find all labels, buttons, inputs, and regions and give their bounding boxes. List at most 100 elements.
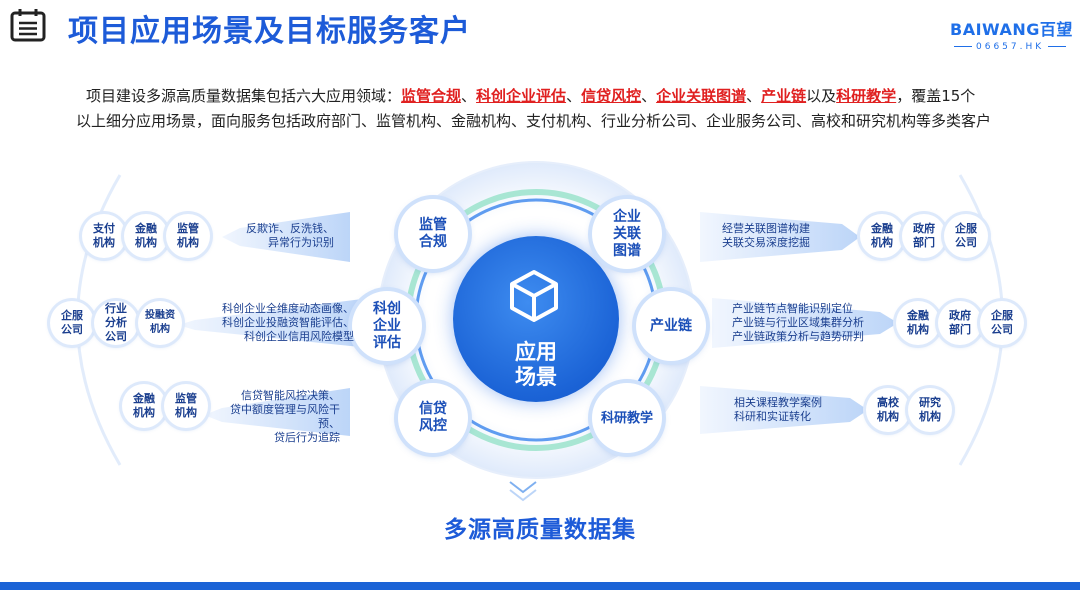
customer-regulator: 监管机构: [164, 384, 208, 428]
hub-label-line-1: 应用: [515, 340, 557, 364]
logo-main-text: BAIWANG百望: [950, 20, 1073, 39]
node-text: 科创: [373, 300, 401, 317]
domain-2: 科创企业评估: [476, 87, 567, 105]
customer-enterprise-service: 企服公司: [980, 301, 1024, 345]
customer-financial-org: 金融机构: [860, 214, 904, 258]
customer-text: 机构: [175, 406, 197, 419]
customer-text: 机构: [871, 236, 893, 249]
node-text: 监管: [419, 217, 447, 233]
node-research-teaching: 科研教学: [592, 383, 662, 453]
node-enterprise-graph: 企业关联图谱: [592, 199, 662, 269]
customer-text: 机构: [907, 323, 929, 336]
customer-financial-org: 金融机构: [124, 214, 168, 258]
customer-government: 政府部门: [902, 214, 946, 258]
left-arrow-1: [222, 212, 350, 262]
sep: 、: [641, 87, 657, 105]
customer-regulator: 监管机构: [166, 214, 210, 258]
customer-text: 政府: [913, 222, 935, 235]
customer-text: 企服: [991, 309, 1013, 322]
application-scene-hub: 应用 场景: [453, 236, 619, 402]
customer-text: 金融: [133, 392, 155, 405]
intro-paragraph: 项目建设多源高质量数据集包括六大应用领域：监管合规、科创企业评估、信贷风控、企业…: [76, 84, 1036, 134]
scenario-line: 反欺诈、反洗钱、: [246, 222, 334, 235]
customer-government: 政府部门: [938, 301, 982, 345]
customer-financial-org: 金融机构: [896, 301, 940, 345]
scenario-line: 关联交易深度挖掘: [722, 236, 810, 249]
customer-text: 企服: [61, 309, 83, 322]
customer-text: 分析: [105, 316, 127, 329]
customer-text: 金融: [871, 222, 893, 235]
customer-university: 高校机构: [866, 388, 910, 432]
node-text: 企业: [373, 317, 401, 334]
customer-text: 机构: [135, 236, 157, 249]
customer-text: 机构: [177, 236, 199, 249]
dataset-title: 多源高质量数据集: [444, 517, 636, 543]
chevron-down-icon-2: [509, 489, 537, 502]
chevron-down-icon: [509, 481, 537, 494]
brand-logo: BAIWANG百望 06657.HK: [950, 16, 1073, 52]
domain-1: 监管合规: [401, 87, 462, 105]
customer-enterprise-service: 企服公司: [50, 301, 94, 345]
node-text: 图谱: [613, 242, 641, 259]
customer-text: 金融: [907, 309, 929, 322]
customer-enterprise-service: 企服公司: [944, 214, 988, 258]
customer-text: 投融资: [145, 310, 175, 321]
sep: 、: [461, 87, 477, 105]
customer-text: 研究: [919, 396, 941, 409]
node-text: 科研教学: [600, 410, 653, 426]
intro-prefix: 项目建设多源高质量数据集包括六大应用领域：: [86, 87, 402, 105]
notepad-icon: [10, 9, 46, 42]
customer-industry-analysis: 行业分析公司: [94, 301, 138, 345]
scenario-line: 产业链与行业区域集群分析: [732, 316, 864, 329]
customer-text: 企服: [955, 222, 977, 235]
customer-text: 部门: [949, 323, 971, 336]
scenario-line: 科创企业全维度动态画像、: [222, 302, 354, 315]
customer-text: 公司: [61, 323, 83, 336]
node-regulatory-compliance: 监管合规: [398, 199, 468, 269]
customer-financial-org: 金融机构: [122, 384, 166, 428]
cube-icon: [510, 270, 558, 322]
customer-text: 机构: [93, 236, 115, 249]
left-row-1-text: 反欺诈、反洗钱、 异常行为识别: [236, 222, 334, 250]
intro-line-1: 项目建设多源高质量数据集包括六大应用领域：监管合规、科创企业评估、信贷风控、企业…: [76, 84, 1036, 109]
logo-sub-text: 06657.HK: [950, 42, 1058, 52]
scenario-line: 贷后行为追踪: [274, 431, 340, 444]
left-row-2-text: 科创企业全维度动态画像、 科创企业投融资智能评估、 科创企业信用风险模型: [196, 302, 354, 344]
node-text: 合规: [419, 234, 447, 250]
sep: 、: [566, 87, 582, 105]
scenario-line: 贷中额度管理与风险干预、: [230, 403, 340, 430]
domain-4: 企业关联图谱: [656, 87, 747, 105]
node-credit-risk: 信贷风控: [398, 383, 468, 453]
node-text: 信贷: [419, 401, 447, 417]
customer-text: 机构: [150, 324, 170, 335]
customer-text: 行业: [105, 302, 127, 315]
customer-payment-org: 支付机构: [82, 214, 126, 258]
scenario-line: 产业链政策分析与趋势研判: [732, 330, 864, 343]
customer-text: 机构: [133, 406, 155, 419]
sep: 、: [746, 87, 762, 105]
hub-label: 应用 场景: [453, 340, 619, 390]
bottom-accent-bar: [0, 582, 1080, 590]
and-word: 以及: [806, 87, 837, 105]
customer-text: 政府: [949, 309, 971, 322]
customer-text: 公司: [955, 236, 977, 249]
right-arrow-2: [712, 298, 898, 348]
page-title: 项目应用场景及目标服务客户: [68, 14, 471, 49]
scenario-line: 科研和实证转化: [734, 410, 811, 423]
customer-text: 支付: [93, 222, 115, 235]
customer-text: 高校: [877, 396, 899, 409]
node-text: 产业链: [650, 317, 692, 334]
scenario-line: 科创企业信用风险模型: [244, 330, 354, 343]
scenario-line: 产业链节点智能识别定位: [732, 302, 853, 315]
left-arrow-3: [204, 388, 350, 436]
right-row-1-text: 经营关联图谱构建 关联交易深度挖掘: [722, 222, 810, 250]
customer-research-institute: 研究机构: [908, 388, 952, 432]
scenario-line: 相关课程教学案例: [734, 396, 822, 409]
intro-line-2: 以上细分应用场景，面向服务包括政府部门、监管机构、金融机构、支付机构、行业分析公…: [76, 112, 992, 130]
node-tech-enterprise-eval: 科创企业评估: [352, 291, 422, 361]
node-text: 风控: [419, 418, 447, 434]
customer-text: 部门: [913, 236, 935, 249]
domain-5: 产业链: [761, 87, 807, 105]
intro-suffix: ，覆盖15个: [896, 87, 976, 105]
customer-text: 监管: [175, 392, 197, 405]
